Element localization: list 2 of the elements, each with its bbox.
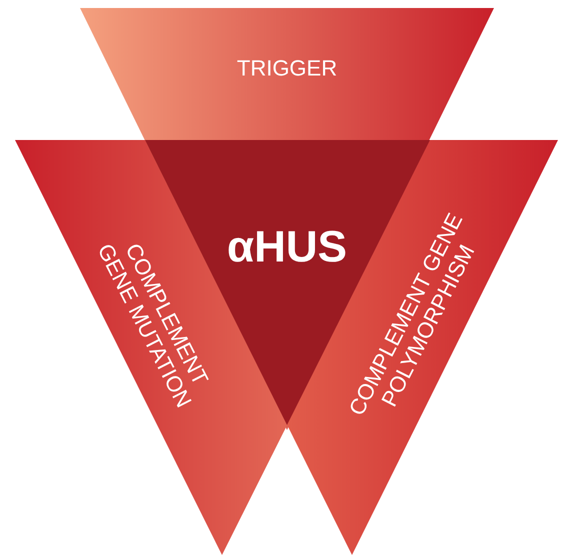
triangle-label: αHUS (226, 222, 348, 274)
triangle-label: TRIGGER (236, 55, 338, 81)
